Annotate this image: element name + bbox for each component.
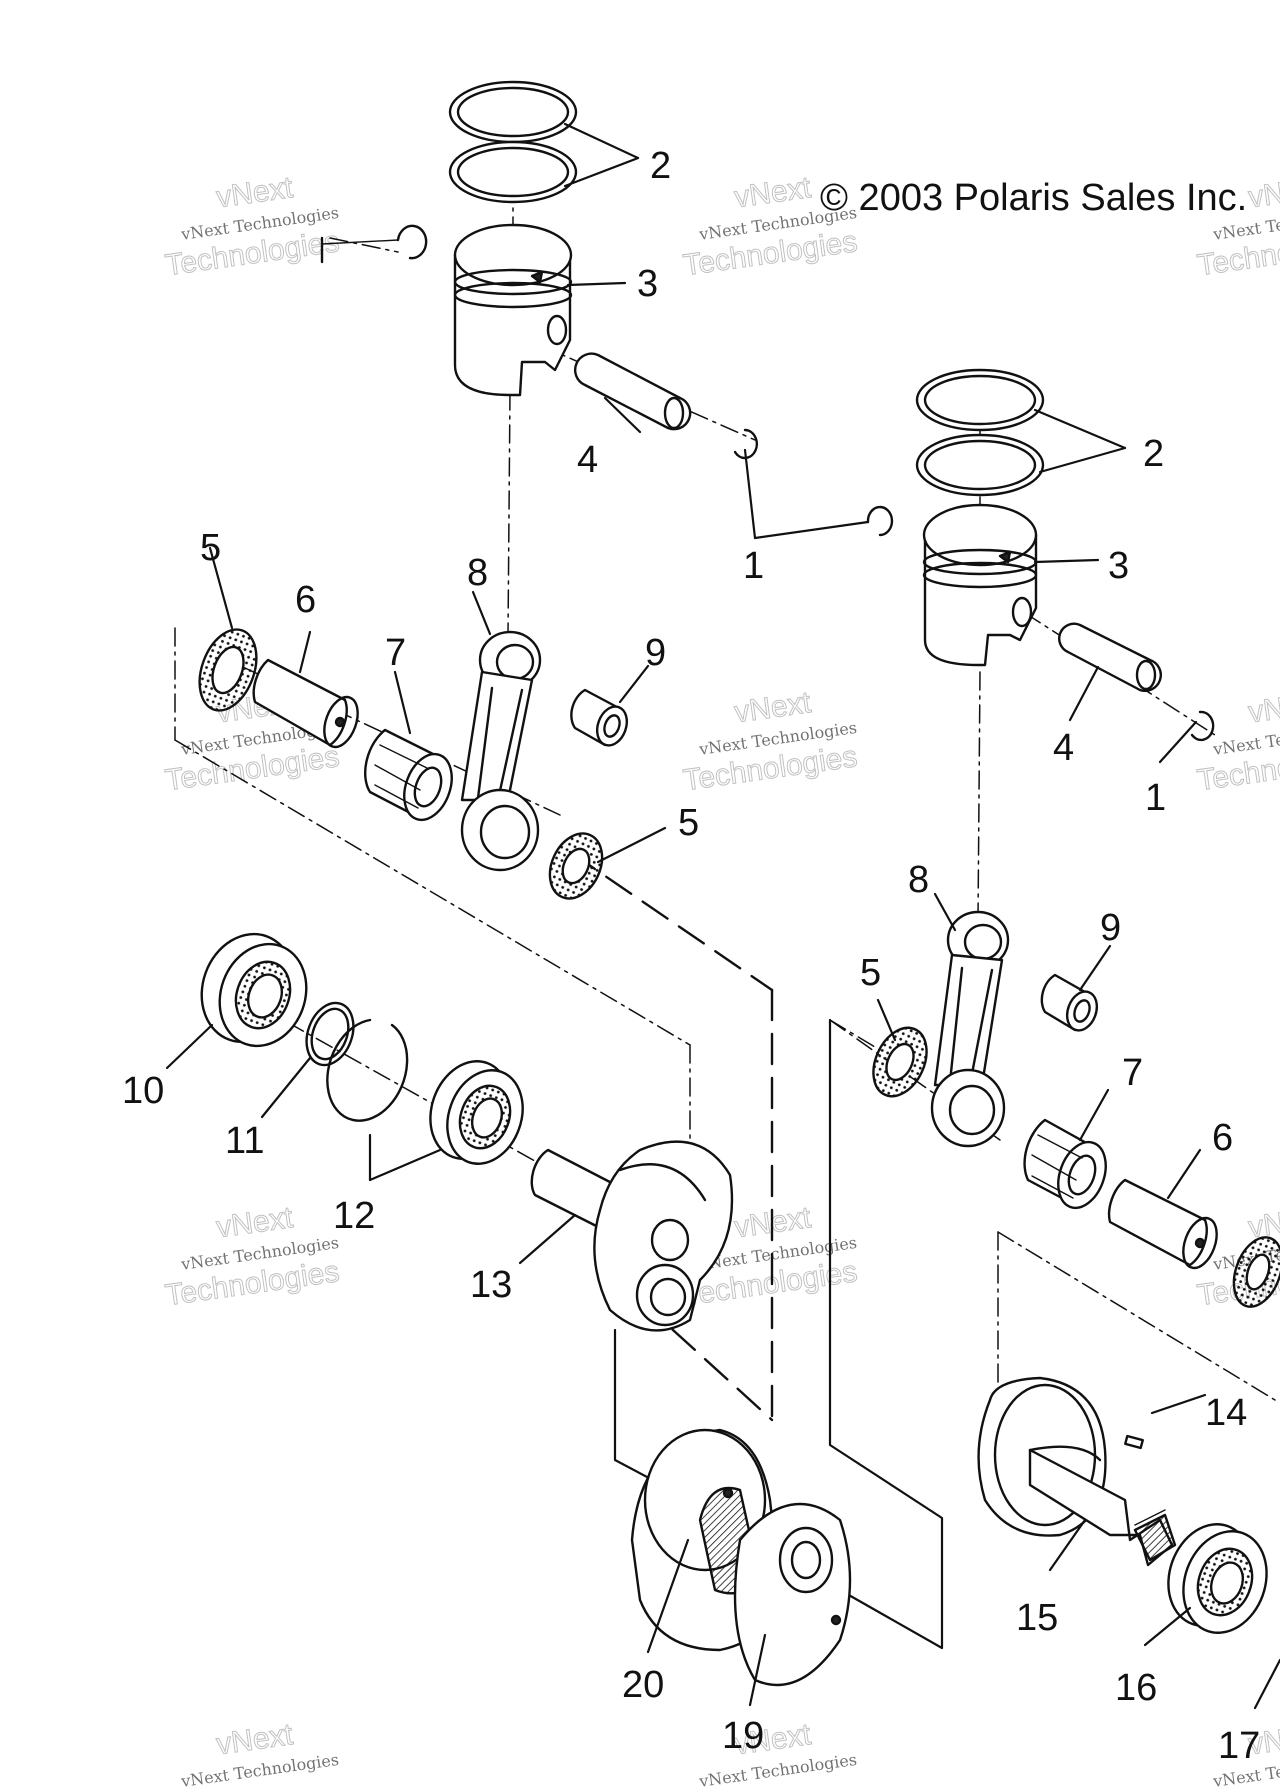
right-crankshaft-half [977,1376,1177,1567]
right-connecting-rod [930,910,1010,1148]
callout-9: 9 [645,632,666,674]
right-wrist-pin [1058,622,1163,692]
assembly-centerlines [174,117,1276,1650]
right-piston [922,503,1038,667]
callout-16: 16 [1115,1667,1157,1709]
watermark: vNext vNext Technologies Technologies [681,686,860,798]
svg-text:vNext Technologies: vNext Technologies [179,1750,340,1791]
callout-7: 7 [385,632,406,674]
right-key [1124,1434,1144,1450]
left-seal-ring [305,1001,355,1067]
watermark: vNext vNext Technologies Technologies [1195,686,1280,798]
left-wrist-pin-clip-top [320,224,428,264]
callout-17: 17 [1218,1725,1260,1767]
callout-14: 14 [1205,1392,1247,1434]
right-thrust-washer [872,1026,928,1098]
leader-lines [165,122,1280,1710]
callout-19: 19 [722,1715,764,1757]
left-connecting-rod [460,630,542,872]
callout-1: 1 [1145,777,1166,819]
callout-1: 1 [743,545,764,587]
copyright-notice: © 2003 Polaris Sales Inc. [820,177,1247,219]
callout-10: 10 [122,1070,164,1112]
right-needle-bearing-big [1023,1118,1107,1210]
left-thrust-washer-2 [548,832,604,900]
watermark: vNext vNext Technologies Technologies [163,1201,342,1313]
callout-9: 9 [1100,907,1121,949]
callout-3: 3 [637,263,658,305]
center-crank-web [630,1428,852,1687]
left-snap-ring [326,1018,409,1122]
callout-labels: 2 3 4 1 5 6 7 8 9 5 2 3 4 1 8 9 5 7 6 10… [122,145,1260,1767]
right-pin-clip [1190,710,1215,742]
left-crankshaft-half [530,1140,734,1332]
callout-5: 5 [678,802,699,844]
callout-5: 5 [860,952,881,994]
callout-13: 13 [470,1264,512,1306]
callout-6: 6 [295,579,316,621]
callout-5: 5 [200,527,221,569]
left-piston-rings [448,80,578,204]
right-pin-clip-leader [743,448,870,540]
left-crank-pin [252,658,359,749]
svg-text:vNext: vNext [214,1718,295,1761]
left-thrust-washer [198,628,258,712]
left-main-bearing [200,932,308,1048]
callout-11: 11 [225,1120,264,1162]
watermark: vNext vNext Technologies [179,1718,340,1791]
left-wrist-pin [573,352,692,431]
watermark: vNext vNext Technologies [697,1718,858,1791]
svg-text:vNext: vNext [214,171,295,214]
callout-7: 7 [1122,1052,1143,1094]
callout-3: 3 [1108,545,1129,587]
svg-text:vNext: vNext [732,171,813,214]
callout-6: 6 [1212,1117,1233,1159]
left-piston [453,223,573,397]
watermark: vNext vNext Technologies Technologies [163,171,342,283]
right-crank-pin [1107,1178,1218,1270]
callout-2: 2 [650,145,671,187]
right-piston-rings [915,368,1045,497]
svg-text:vNext: vNext [1246,686,1280,729]
right-thrust-washer-2 [1232,1236,1280,1308]
left-outer-bearing [429,1060,524,1165]
left-small-end-bearing [570,688,629,747]
callout-4: 4 [1053,727,1074,769]
left-pin-clip [733,428,894,537]
callout-20: 20 [622,1664,664,1706]
callout-12: 12 [333,1195,375,1237]
callout-4: 4 [577,439,598,481]
svg-text:vNext: vNext [732,686,813,729]
right-small-end-bearing [1040,973,1099,1032]
svg-text:vNext: vNext [1246,171,1280,214]
svg-text:vNext: vNext [214,1201,295,1244]
left-needle-bearing-big [364,728,453,822]
callout-8: 8 [467,552,488,594]
right-main-bearing [1167,1523,1268,1634]
callout-15: 15 [1016,1597,1058,1639]
callout-8: 8 [908,859,929,901]
callout-2: 2 [1143,433,1164,475]
